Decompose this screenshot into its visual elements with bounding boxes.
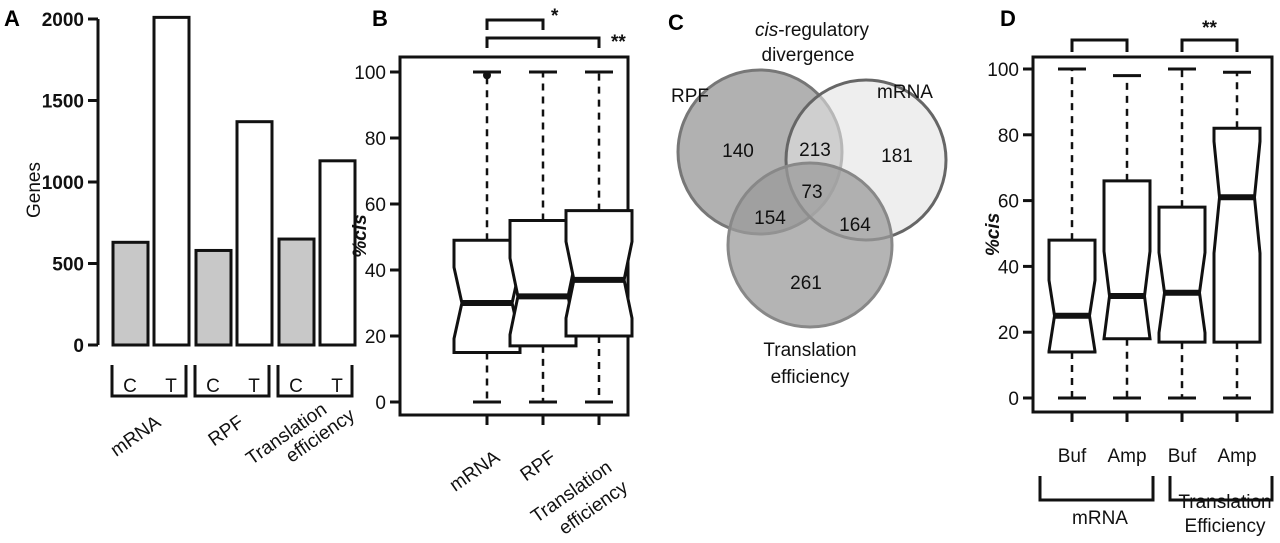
d-group-bracket (1038, 476, 1155, 502)
d-x-label: Amp (1217, 446, 1256, 467)
d-group-label: Translation (1178, 492, 1271, 513)
d-box-3 (1212, 126, 1262, 344)
venn-count-RPF_only: 140 (722, 141, 754, 162)
b-y-tick-label: 60 (365, 195, 386, 216)
bar-mRNA-T (152, 15, 191, 347)
bar-category-label: C (123, 376, 137, 397)
b-significance-label: ** (611, 32, 626, 53)
b-significance-label: * (551, 6, 559, 27)
b-y-tick-label: 40 (365, 261, 386, 282)
venn-count-mRNA_TE: 164 (839, 215, 871, 236)
b-y-tick-label: 100 (354, 63, 386, 84)
bar-mRNA-C (111, 240, 150, 347)
group-label: mRNA (107, 412, 165, 461)
d-y-tick-label: 100 (987, 60, 1019, 81)
b-y-tick-label: 0 (375, 393, 386, 414)
d-significance-label: ** (1202, 18, 1217, 39)
bar-category-label: C (206, 376, 220, 397)
y-tick-label: 1500 (42, 92, 84, 113)
d-group-label: mRNA (1072, 508, 1128, 529)
d-x-label: Buf (1058, 446, 1087, 467)
d-group-bracket (1168, 476, 1274, 502)
d-box-0 (1047, 238, 1097, 354)
group-bracket (276, 365, 354, 398)
panel-letter-C: C (668, 10, 684, 35)
y-axis-label: Genes (24, 162, 45, 218)
venn-set-label-te: Translation (763, 340, 856, 361)
d-box-1 (1102, 179, 1152, 341)
bar-RPF-T (235, 120, 274, 347)
venn-count-RPF_TE: 154 (754, 208, 786, 229)
group-label: RPF (205, 412, 248, 451)
b-y-tick-label: 80 (365, 129, 386, 150)
venn-title: cis-regulatory (755, 20, 870, 41)
d-x-label: Amp (1107, 446, 1146, 467)
d-y-tick-label: 80 (998, 126, 1019, 147)
y-tick-label: 0 (73, 336, 84, 357)
d-significance-bracket (1180, 38, 1239, 52)
bar-Translation-efficiency-C (277, 237, 316, 347)
b-box-2 (564, 209, 634, 338)
bar-category-label: T (165, 376, 177, 397)
d-plot-frame (1031, 55, 1274, 414)
b-y-axis-label: %cis (350, 214, 371, 257)
d-y-tick-label: 60 (998, 192, 1019, 213)
group-bracket (110, 365, 188, 398)
venn-title-line2: divergence (762, 45, 855, 66)
b-significance-bracket (485, 36, 601, 48)
panel-letter-D: D (1000, 6, 1016, 31)
venn-set-label-mrna: mRNA (877, 82, 933, 103)
b-outlier-point (483, 71, 491, 80)
group-bracket (193, 365, 271, 398)
b-x-label: RPF (517, 447, 560, 486)
bar-category-label: T (248, 376, 260, 397)
panel-letter-A: A (4, 6, 20, 31)
d-y-tick-label: 0 (1008, 389, 1019, 410)
d-significance-bracket (1070, 38, 1129, 52)
d-x-label: Buf (1168, 446, 1197, 467)
y-tick-label: 1000 (42, 173, 84, 194)
d-y-axis-label: %cis (983, 213, 1004, 256)
y-tick-label: 500 (52, 255, 84, 276)
y-tick-label: 2000 (42, 10, 84, 31)
venn-count-mRNA_only: 181 (881, 146, 913, 167)
venn-set-label-rpf: RPF (671, 86, 709, 107)
bar-category-label: C (289, 376, 303, 397)
d-y-tick-label: 20 (998, 323, 1019, 344)
venn-count-RPF_mRNA: 213 (799, 140, 831, 161)
panel-letter-B: B (372, 6, 388, 31)
venn-count-all: 73 (801, 182, 822, 203)
d-y-tick-label: 40 (998, 257, 1019, 278)
b-y-tick-label: 20 (365, 327, 386, 348)
b-x-label: mRNA (446, 447, 504, 496)
b-significance-bracket (485, 18, 545, 30)
bar-RPF-C (194, 248, 233, 347)
bar-category-label: T (331, 376, 343, 397)
d-group-label-line2: Efficiency (1185, 516, 1266, 537)
venn-set-label-te-line2: efficiency (771, 367, 850, 388)
d-box-2 (1157, 205, 1207, 344)
venn-count-TE_only: 261 (790, 273, 822, 294)
venn-circle-te (726, 161, 894, 329)
bar-Translation-efficiency-T (318, 159, 357, 347)
